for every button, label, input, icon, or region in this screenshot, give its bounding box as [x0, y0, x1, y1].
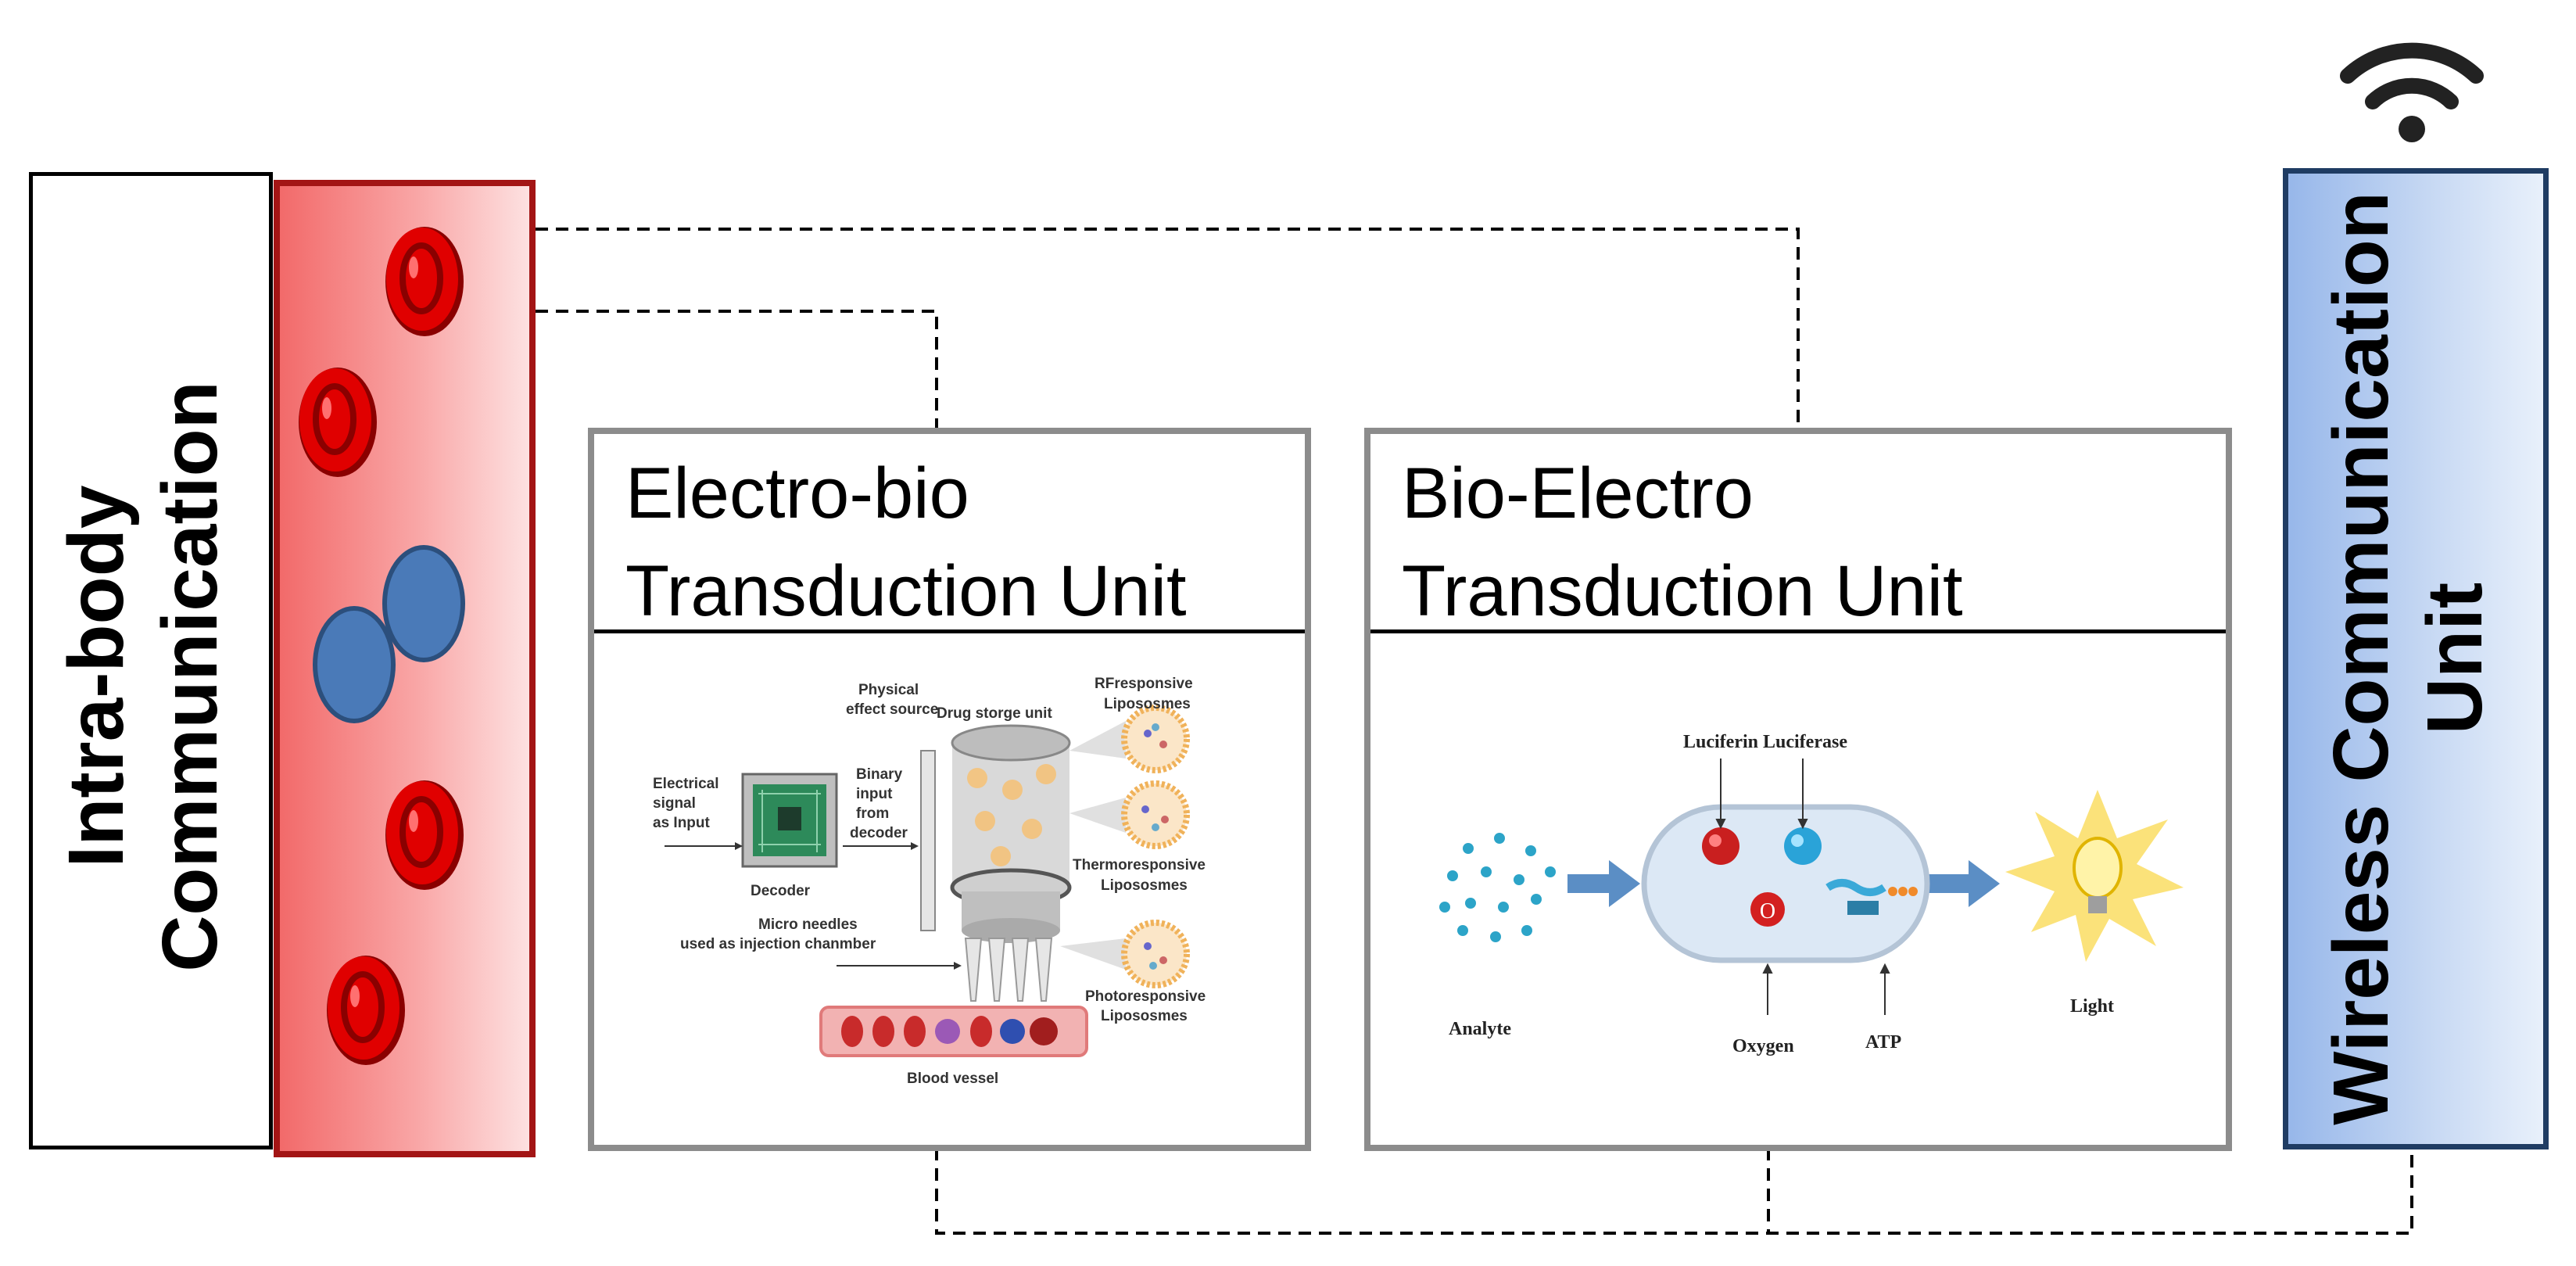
label-light: Light — [2070, 996, 2114, 1017]
electro-bio-transduction-unit: Electro-bio Transduction Unit — [588, 428, 1311, 1151]
label-as-input: as Input — [653, 815, 711, 831]
svg-text:O: O — [1760, 899, 1775, 923]
liposome-icon — [1069, 780, 1190, 849]
bio-electro-title: Bio-Electro Transduction Unit — [1402, 454, 1963, 631]
liposome-icon — [1069, 705, 1190, 773]
blood-cells — [274, 180, 536, 1157]
label-decoder-word: decoder — [850, 825, 908, 841]
white-blood-cell-icon — [313, 606, 396, 723]
wifi-icon — [2340, 42, 2484, 142]
label-electrical: Electrical — [653, 776, 719, 792]
label-rf-responsive: RFresponsive — [1095, 676, 1193, 692]
label-thermo-liposomes: Lipososmes — [1101, 877, 1188, 894]
label-injection-chamber: used as injection chanmber — [680, 936, 876, 952]
biosensor-cell-icon: O — [1641, 804, 1930, 963]
connector-blood-to-bio-electro — [536, 228, 1800, 430]
label-photoresponsive: Photoresponsive — [1085, 988, 1206, 1005]
label-rf-liposomes: Lipososmes — [1104, 696, 1191, 712]
electro-bio-illustration: Physical effect source Drug storge unit … — [653, 676, 1206, 1087]
wireless-communication-unit — [2283, 168, 2549, 1149]
intra-body-box — [29, 172, 273, 1149]
intra-body-label: Intra-body Communication — [52, 381, 234, 972]
label-from: from — [856, 805, 889, 822]
label-thermoresponsive: Thermoresponsive — [1073, 857, 1206, 873]
light-bulb-icon — [2005, 790, 2184, 962]
bio-electro-illustration: O Luciferin Luciferase Analyte — [1439, 732, 2184, 1056]
red-blood-cell-icon — [385, 227, 464, 336]
label-effect-source: effect source — [846, 701, 938, 718]
red-blood-cell-icon — [385, 780, 464, 890]
analyte-particles-icon — [1439, 833, 1556, 942]
decoder-chip-icon — [741, 773, 838, 868]
label-decoder: Decoder — [751, 883, 811, 899]
title-divider — [594, 629, 1305, 633]
flow-arrow-icon — [1567, 860, 1640, 907]
label-signal: signal — [653, 795, 696, 812]
label-binary: Binary — [856, 766, 903, 783]
electro-bio-title: Electro-bio Transduction Unit — [625, 454, 1187, 631]
label-blood-vessel: Blood vessel — [907, 1071, 998, 1087]
blood-vessel-icon — [819, 1006, 1088, 1057]
label-physical: Physical — [858, 682, 919, 698]
flow-arrow-icon — [1927, 860, 2000, 907]
label-drug-storage: Drug storge unit — [937, 705, 1052, 722]
connector-blood-to-electro-bio — [536, 310, 938, 430]
liposome-icon — [1060, 920, 1190, 988]
connector-bottom-bus — [935, 1148, 2413, 1235]
label-oxygen: Oxygen — [1732, 1036, 1794, 1056]
red-blood-cell-icon — [299, 368, 377, 477]
red-blood-cell-icon — [327, 956, 405, 1065]
label-analyte: Analyte — [1449, 1019, 1511, 1039]
label-luciferase: Luciferase — [1763, 732, 1847, 752]
wireless-unit-label: Wireless Communication Unit — [2317, 192, 2499, 1125]
label-atp: ATP — [1865, 1032, 1901, 1053]
label-micro-needles: Micro needles — [758, 916, 858, 933]
label-input: input — [856, 786, 893, 802]
drug-storage-unit-icon — [950, 724, 1072, 943]
white-blood-cell-icon — [382, 545, 465, 662]
micro-needles-icon — [964, 938, 1053, 1002]
label-photo-liposomes: Lipososmes — [1101, 1008, 1188, 1024]
label-luciferin: Luciferin — [1683, 732, 1758, 752]
title-divider — [1370, 629, 2226, 633]
bio-electro-transduction-unit: Bio-Electro Transduction Unit — [1364, 428, 2232, 1151]
